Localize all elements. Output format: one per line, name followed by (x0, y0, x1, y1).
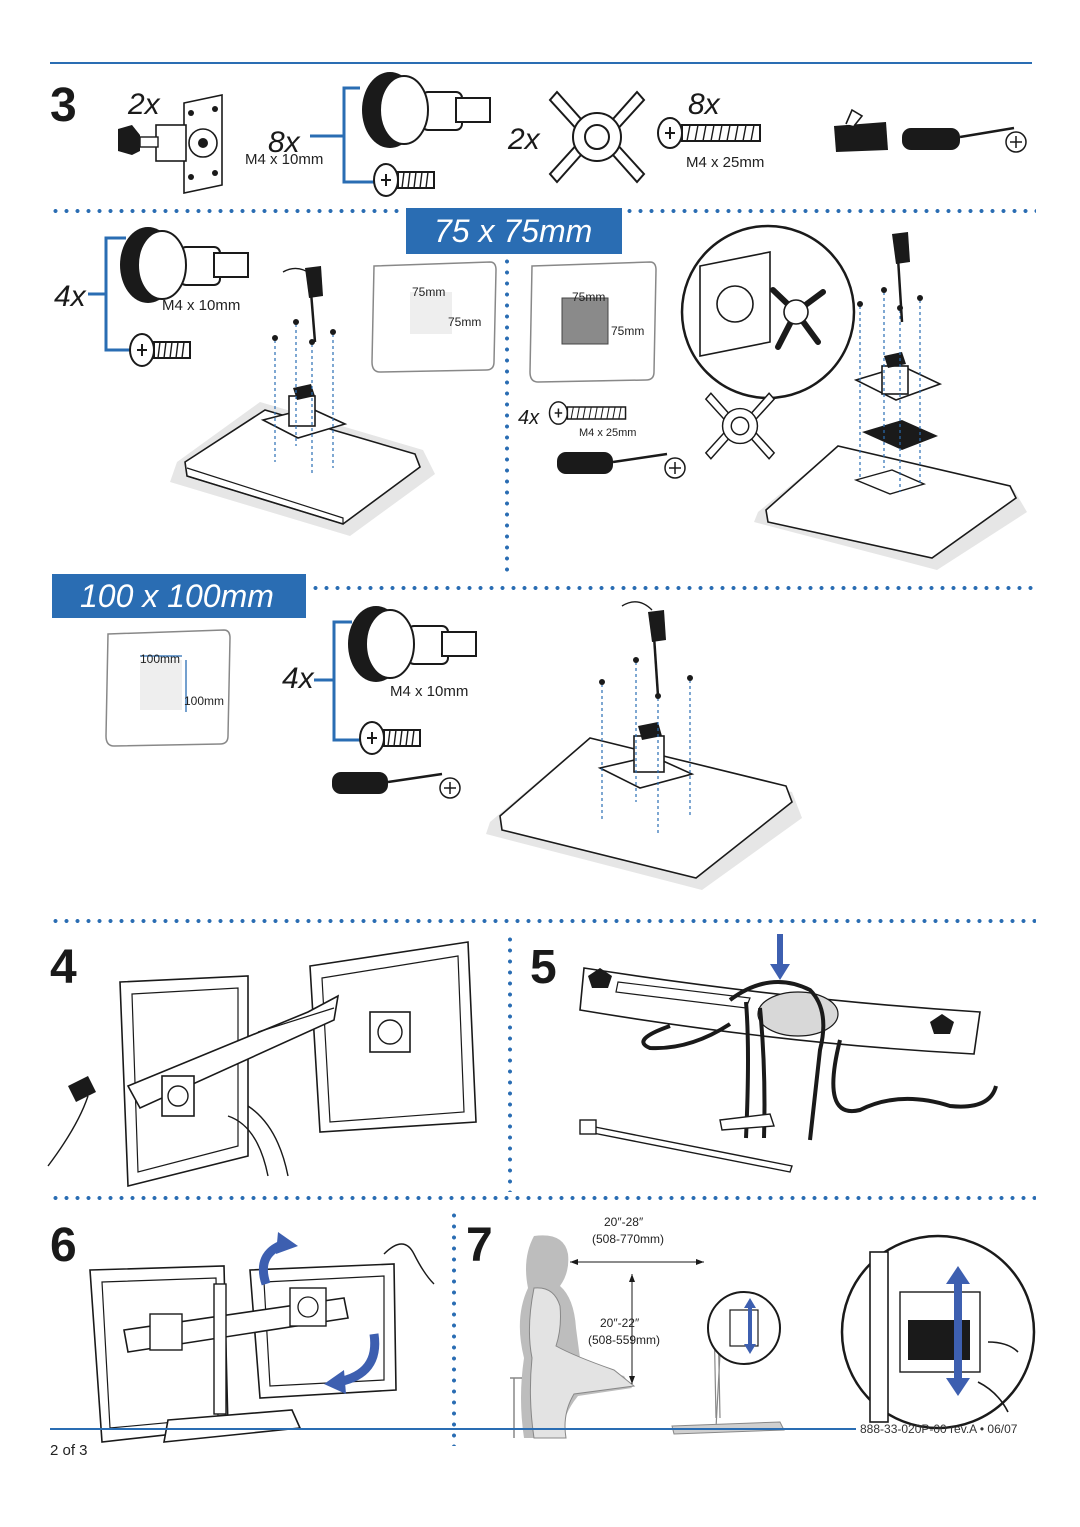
step6-rotate-monitor-illustration (89, 1232, 435, 1443)
document-number: 888-33-020P-00 rev.A • 06/07 (860, 1422, 1018, 1436)
vesa100-base-assembly (486, 601, 802, 890)
step7-height-metric: (508-559mm) (588, 1333, 661, 1347)
long-screw-qty: 8x (688, 88, 720, 121)
step-5-number: 5 (530, 941, 557, 994)
vesa100-dim-b: 100mm (184, 694, 225, 708)
vesa75-short-screw-icon (129, 333, 191, 367)
vesa100-spec: M4 x 10mm (390, 683, 469, 700)
step-4-number: 4 (50, 941, 77, 994)
divider-75-left (50, 209, 405, 213)
divider-100-right (310, 586, 1036, 590)
short-screw-spec: M4 x 10mm (245, 151, 324, 168)
vesa75-screwdriver-icon (557, 452, 686, 479)
banner-75x75: 75 x 75mm (406, 208, 622, 254)
step-3-number: 3 (50, 79, 77, 132)
thumb-knob-icon (362, 72, 491, 148)
step-7-number: 7 (466, 1219, 493, 1272)
monitor-back-75-adapter (529, 261, 657, 383)
step7-distance-metric: (508-770mm) (592, 1232, 665, 1246)
divider-6-7 (50, 1196, 1036, 1200)
vesa75-base-assembly (170, 266, 435, 536)
divider-4-5-vertical (508, 934, 512, 1192)
screw-m4x10-icon (373, 163, 435, 197)
banner-100x100: 100 x 100mm (52, 574, 306, 618)
monitor-back-75-blank (371, 261, 497, 373)
quick-release-bracket-icon (118, 94, 223, 194)
step7-height-label: 20″-22″ (600, 1316, 640, 1330)
step-6-number: 6 (50, 1219, 77, 1272)
adapter-plate-icon (548, 90, 646, 184)
screw-m4x25-icon (657, 117, 761, 149)
vesa100-dim-a: 100mm (140, 652, 181, 666)
vesa75-short-qty: 4x (54, 280, 86, 313)
adapter-plate-loose-icon (704, 392, 776, 460)
step4-dual-monitor-illustration (47, 941, 477, 1188)
short-screw-bracket (310, 86, 380, 184)
divider-6-7-vertical (452, 1210, 456, 1446)
footer-rule (50, 1428, 856, 1430)
vesa75-short-spec: M4 x 10mm (162, 297, 241, 314)
bracket-qty: 2x (128, 88, 160, 121)
vesa100-screwdriver-icon (332, 772, 461, 799)
adapter-qty: 2x (508, 123, 540, 156)
divider-75-right (624, 209, 1036, 213)
vesa75-adapter-dim-b: 75mm (611, 324, 645, 338)
divider-4-5 (50, 919, 1036, 923)
step7-distance-label: 20″-28″ (604, 1215, 644, 1229)
divider-75-vertical (505, 256, 509, 572)
vesa75-screw-bracket (88, 236, 132, 352)
vesa100-qty: 4x (282, 662, 314, 695)
detail-zoom-circle (680, 224, 856, 400)
monitor-back-100 (105, 629, 231, 747)
vesa75-adapter-dim-a: 75mm (572, 290, 606, 304)
vesa100-screw-bracket (314, 620, 362, 742)
vesa75-knob-icon (120, 227, 249, 303)
page-number: 2 of 3 (50, 1442, 88, 1459)
vesa100-screw-icon (359, 721, 421, 755)
vesa75-dim-a: 75mm (412, 285, 446, 299)
step7-height-adjust-detail (840, 1234, 1036, 1430)
vesa75-dim-b: 75mm (448, 315, 482, 329)
tool-screwdriver-icon (834, 108, 1027, 153)
short-screw-qty: 8x (268, 126, 300, 159)
vesa75-long-screw-icon (548, 401, 627, 425)
top-rule (50, 62, 1032, 64)
vesa75-adapter-base-assembly (754, 232, 1027, 570)
vesa75-long-spec: M4 x 25mm (579, 427, 637, 439)
vesa100-knob-icon (348, 606, 477, 682)
step5-cable-management-illustration (579, 934, 998, 1173)
long-screw-spec: M4 x 25mm (686, 154, 765, 171)
vesa75-long-qty: 4x (518, 407, 540, 429)
